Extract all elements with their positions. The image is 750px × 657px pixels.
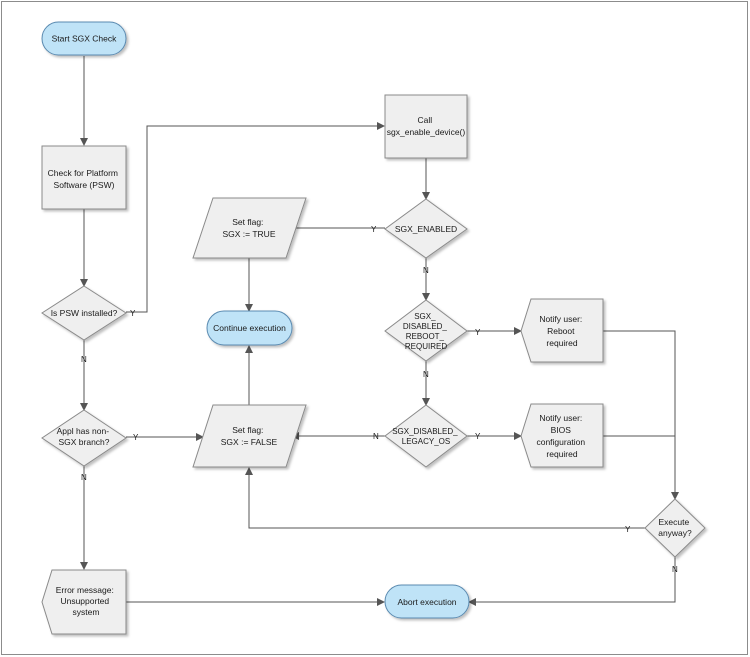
notify-reboot-label: Notify user: Reboot required [539, 314, 584, 348]
start-label: Start SGX Check [52, 34, 117, 44]
abort-execution-label: Abort execution [397, 597, 456, 607]
label-reboot-no: N [423, 370, 429, 379]
abort-execution-terminal: Abort execution [384, 584, 470, 619]
execute-anyway-label: Execute anyway? [658, 517, 692, 538]
set-true-label: Set flag: SGX := TRUE [223, 217, 276, 239]
set-false-data: Set flag: SGX := FALSE [192, 404, 307, 468]
set-false-label: Set flag: SGX := FALSE [221, 425, 278, 447]
error-message-label: Error message: Unsupported system [56, 585, 116, 617]
check-psw-label: Check for Platform Software (PSW) [48, 168, 121, 190]
label-legacy-no: N [373, 432, 379, 441]
appl-branch-label: Appl has non- SGX branch? [57, 426, 112, 447]
notify-reboot-display: Notify user: Reboot required [520, 298, 604, 363]
legacy-os-decision: SGX_DISABLED_ LEGACY_OS [384, 404, 468, 468]
label-execute-yes: Y [625, 525, 631, 534]
sgx-enabled-label: SGX_ENABLED [395, 224, 457, 234]
psw-installed-label: Is PSW installed? [51, 308, 118, 318]
sgx-enabled-decision: SGX_ENABLED [384, 198, 468, 259]
continue-execution-terminal: Continue execution [206, 310, 293, 346]
label-appl-branch-yes: Y [133, 433, 139, 442]
legacy-os-label: SGX_DISABLED_ LEGACY_OS [392, 427, 460, 446]
label-psw-installed-yes: Y [130, 309, 136, 318]
call-enable-label: Call sgx_enable_device() [387, 115, 466, 137]
reboot-required-label: SGX_ DISABLED_ REBOOT_ REQUIRED [403, 312, 449, 351]
error-message-display: Error message: Unsupported system [41, 569, 127, 635]
execute-anyway-decision: Execute anyway? [644, 498, 706, 558]
edge-execute-yes [245, 467, 645, 529]
set-true-data: Set flag: SGX := TRUE [192, 197, 307, 259]
reboot-required-decision: SGX_ DISABLED_ REBOOT_ REQUIRED [384, 299, 468, 362]
label-reboot-yes: Y [475, 328, 481, 337]
label-sgx-enabled-no: N [423, 266, 429, 275]
label-execute-no: N [672, 565, 678, 574]
edge-execute-no [468, 557, 676, 606]
check-psw-process: Check for Platform Software (PSW) [41, 145, 127, 210]
notify-bios-display: Notify user: BIOS configuration required [520, 403, 604, 468]
label-appl-branch-no: N [81, 473, 87, 482]
appl-branch-decision: Appl has non- SGX branch? [41, 409, 127, 467]
notify-bios-label: Notify user: BIOS configuration required [536, 413, 587, 459]
edge-notify-bios-to-execute [603, 435, 679, 500]
edge-psw-installed-yes [126, 122, 385, 313]
start-terminal: Start SGX Check [41, 21, 127, 56]
label-legacy-yes: Y [475, 432, 481, 441]
label-psw-installed-no: N [81, 355, 87, 364]
connectors [80, 56, 679, 606]
label-sgx-enabled-yes: Y [371, 225, 377, 234]
psw-installed-decision: Is PSW installed? [41, 285, 127, 341]
edge-labels: Y N Y N Y N Y N Y N Y N [81, 225, 678, 574]
call-enable-process: Call sgx_enable_device() [384, 94, 468, 159]
continue-execution-label: Continue execution [213, 323, 286, 333]
